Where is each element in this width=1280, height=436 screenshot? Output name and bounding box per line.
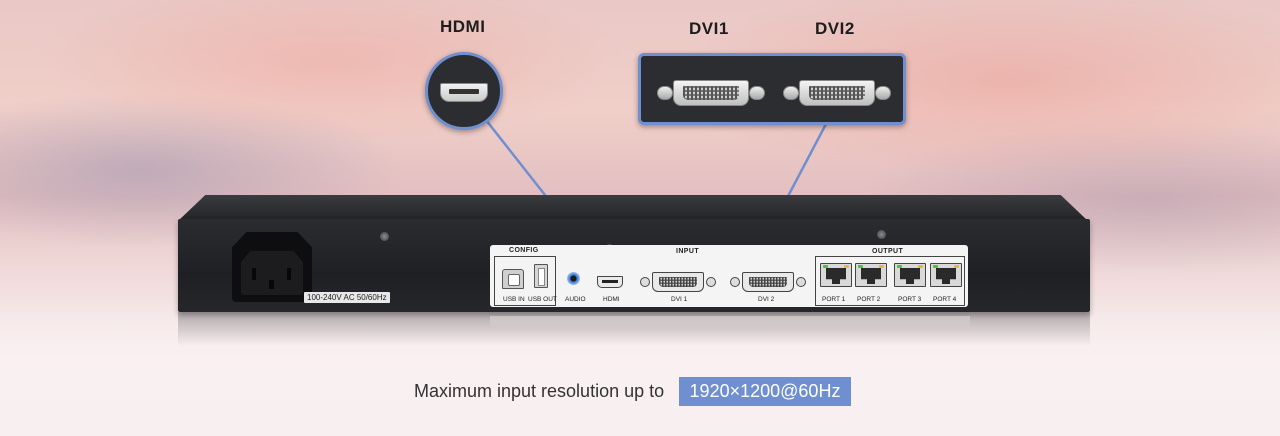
dvi1-callout-title: DVI1	[689, 19, 729, 38]
dvi1-port	[640, 271, 716, 293]
hdmi-port	[597, 276, 623, 288]
hdmi-callout-title: HDMI	[440, 17, 486, 36]
usb-in-label: USB IN	[503, 296, 525, 303]
port4-label: PORT 4	[933, 296, 957, 303]
dvi1-port-icon	[657, 80, 765, 106]
screw-icon	[877, 230, 886, 239]
output-port-3	[894, 263, 926, 287]
dvi2-port-icon	[783, 80, 891, 106]
output-port-4	[930, 263, 962, 287]
hdmi-label: HDMI	[603, 296, 620, 303]
dvi2-label: DVI 2	[758, 296, 775, 303]
dvi1-label: DVI 1	[671, 296, 688, 303]
output-port-1	[820, 263, 852, 287]
background-haze	[0, 300, 1280, 436]
port1-label: PORT 1	[822, 296, 846, 303]
power-pin	[252, 268, 256, 280]
dvi2-callout-title: DVI2	[815, 19, 855, 38]
input-group-title: INPUT	[676, 248, 699, 255]
config-group-frame	[494, 256, 556, 306]
audio-jack	[567, 272, 580, 285]
output-group-frame	[815, 256, 965, 306]
panel-reflection	[490, 316, 970, 328]
dvi-zoom-panel	[638, 53, 906, 125]
power-pin	[287, 268, 291, 280]
output-port-2	[855, 263, 887, 287]
power-rating-label: 100-240V AC 50/60Hz	[304, 292, 390, 303]
hdmi-port-icon	[440, 83, 488, 102]
rear-io-panel: CONFIG INPUT OUTPUT USB IN USB OUT AUDIO…	[490, 245, 968, 307]
screw-icon	[380, 232, 389, 241]
usb-out-label: USB OUT	[528, 296, 557, 303]
config-group-title: CONFIG	[509, 247, 539, 254]
power-pin	[269, 280, 274, 289]
hdmi-zoom-bubble	[425, 52, 503, 130]
chassis-top	[178, 195, 1088, 221]
dvi2-port	[730, 271, 806, 293]
usb-out-port	[534, 264, 548, 288]
port2-label: PORT 2	[857, 296, 881, 303]
audio-label: AUDIO	[565, 296, 586, 303]
resolution-caption: Maximum input resolution up to	[414, 381, 665, 401]
output-group-title: OUTPUT	[872, 248, 904, 255]
usb-in-port	[502, 269, 524, 289]
port3-label: PORT 3	[898, 296, 922, 303]
device-reflection	[178, 312, 1090, 346]
resolution-badge: 1920×1200@60Hz	[679, 377, 851, 406]
